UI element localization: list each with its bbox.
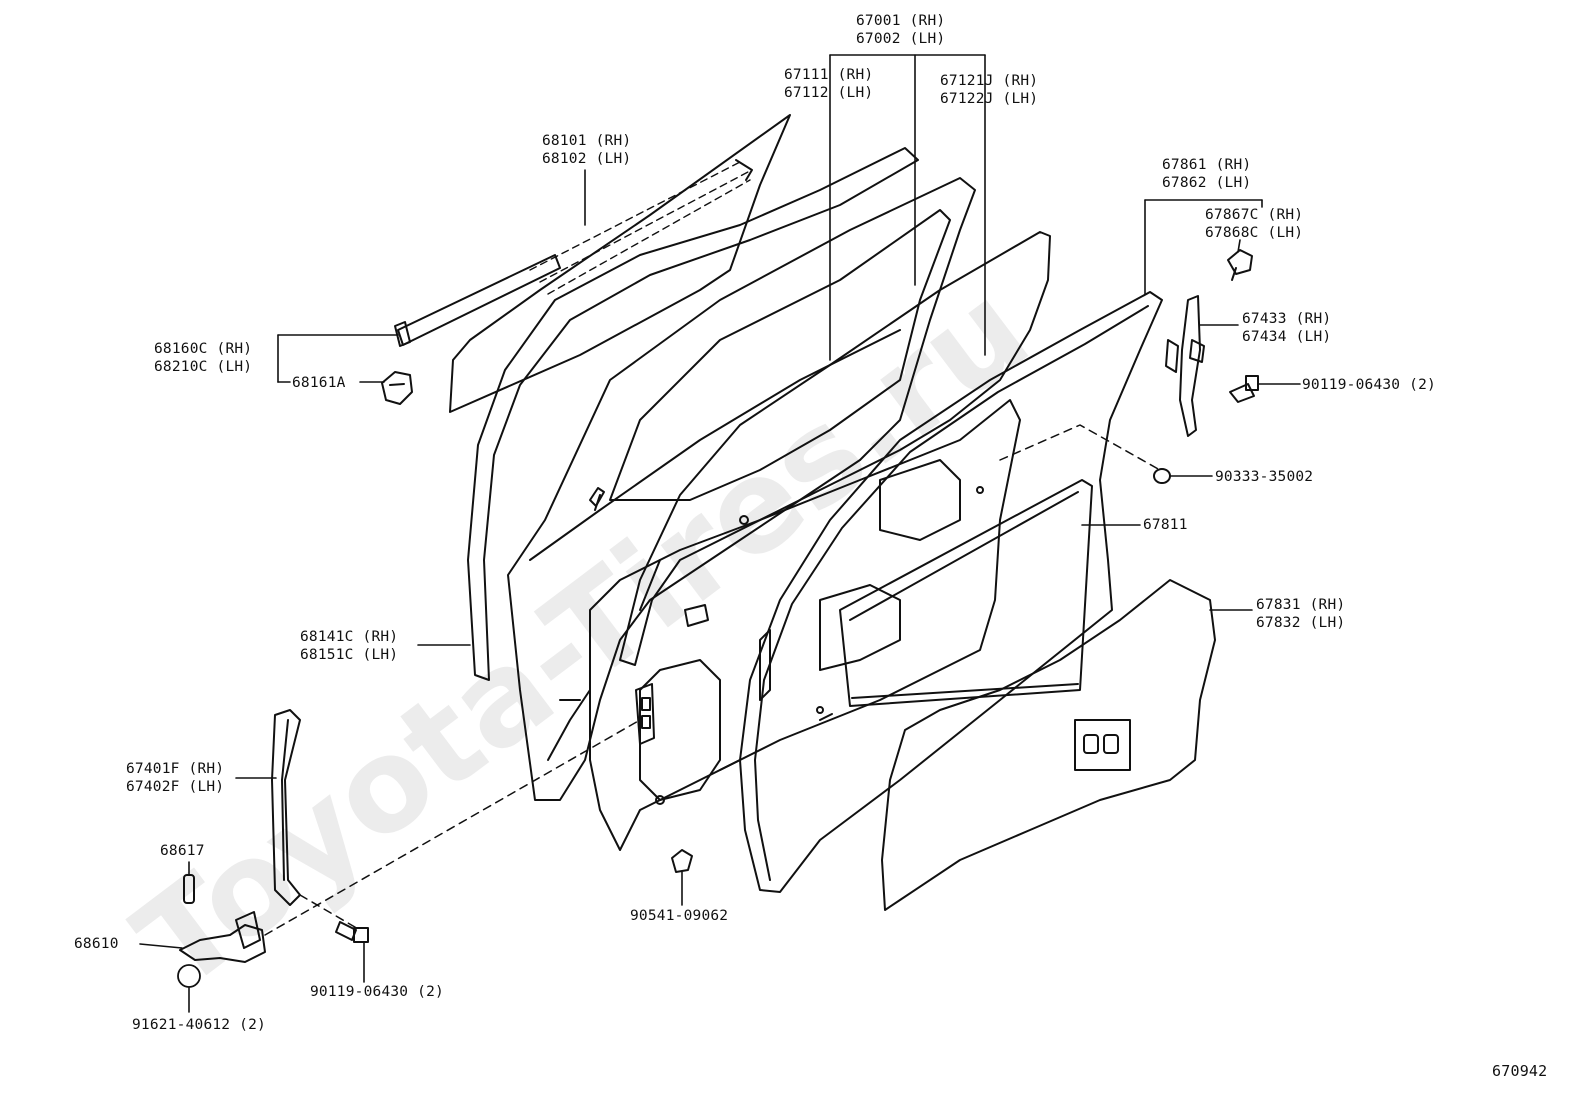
label-67401f: 67401F (RH)67402F (LH) [126,761,225,795]
clip-67867c [1227,249,1253,281]
check-pin [183,874,195,904]
door-opening-weatherstrip [467,147,919,681]
label-67861: 67861 (RH)67862 (LH) [1162,157,1252,191]
label-67867c: 67867C (RH)67868C (LH) [1205,207,1304,241]
label-67121j: 67121J (RH)67122J (LH) [940,73,1039,107]
door-glass [449,114,791,413]
belt-moulding [394,254,561,347]
door-weatherstrip [739,291,1163,893]
bolt-right [1229,375,1259,403]
assembly-lines [264,424,1161,936]
label-68610: 68610 [74,936,119,952]
diagram-code: 670942 [1492,1062,1548,1080]
label-91621: 91621-40612 (2) [132,1017,266,1033]
door-shell [507,177,976,801]
label-67111: 67111 (RH)67112 (LH) [784,67,874,101]
leader-lines [139,54,1301,1013]
inner-panel [589,399,1093,851]
label-90333: 90333-35002 [1215,469,1314,485]
label-90541: 90541-09062 [630,908,729,924]
door-hinge [1165,295,1205,437]
label-68101: 68101 (RH)68102 (LH) [542,133,632,167]
hole-plug [1153,468,1171,484]
label-67811: 67811 [1143,517,1188,533]
door-check-link [179,911,266,963]
moulding-clip [381,371,413,405]
frame-moulding [619,231,1051,666]
label-90119-left: 90119-06430 (2) [310,984,444,1000]
label-90119-right: 90119-06430 (2) [1302,377,1436,393]
label-67433: 67433 (RH)67434 (LH) [1242,311,1332,345]
label-67831: 67831 (RH)67832 (LH) [1256,597,1346,631]
door-check-arm [271,709,301,906]
bolt-marker-circle [177,964,201,988]
label-68160c: 68160C (RH)68210C (LH) [154,341,253,375]
label-68161a: 68161A [292,375,346,391]
clip-90541 [671,849,693,873]
label-68617: 68617 [160,843,205,859]
label-67001: 67001 (RH)67002 (LH) [856,13,946,47]
bolt-left [335,921,369,943]
service-hole-cover [881,579,1216,911]
label-68141c: 68141C (RH)68151C (LH) [300,629,399,663]
